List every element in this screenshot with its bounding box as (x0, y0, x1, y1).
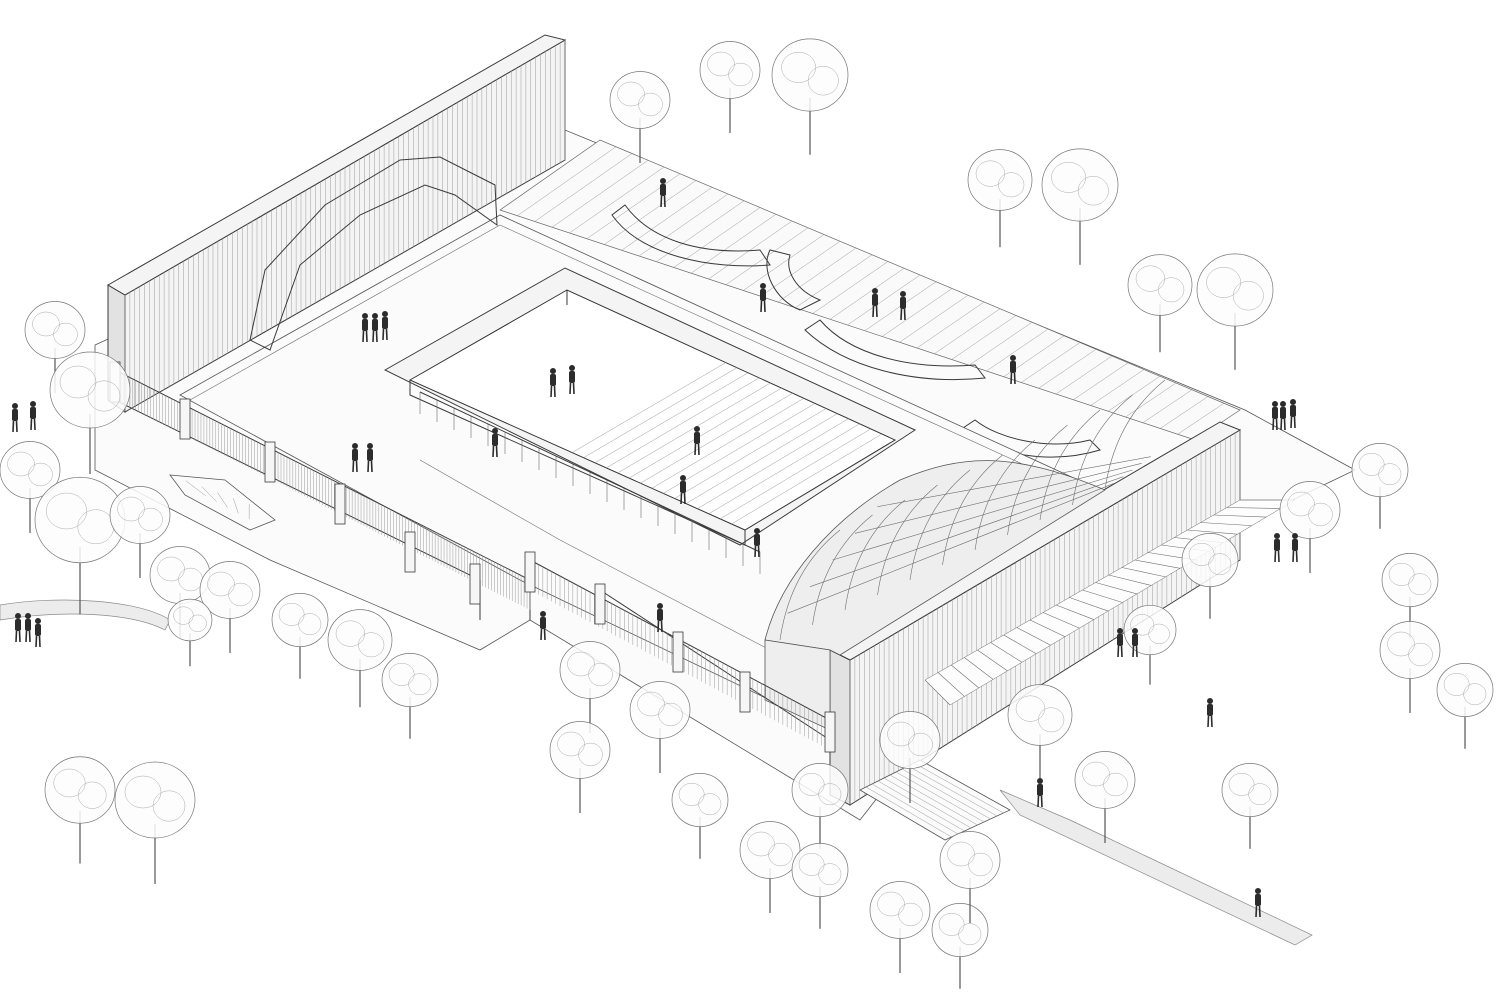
left-wall (107, 34, 567, 413)
curved-bench-2 (766, 249, 822, 311)
person (1255, 888, 1261, 918)
tree (327, 609, 393, 708)
person (492, 428, 498, 458)
tree (34, 476, 126, 615)
tree (1379, 621, 1441, 713)
wall-arch (249, 156, 498, 351)
person (657, 603, 663, 633)
person (1010, 355, 1016, 385)
tree (1127, 254, 1193, 353)
tree (49, 351, 131, 474)
fence-pillar (594, 583, 606, 625)
tree (1351, 443, 1409, 529)
walkway-path (999, 789, 1313, 946)
person (372, 313, 378, 343)
fence-pillar (672, 631, 684, 673)
person (362, 313, 368, 343)
fence-pillar (179, 398, 191, 440)
tree (1074, 751, 1136, 843)
person (35, 618, 41, 648)
person (15, 613, 21, 643)
tree (549, 721, 611, 813)
tree (1279, 481, 1341, 573)
tree (939, 831, 1001, 923)
tree (1181, 533, 1239, 619)
tree (114, 761, 196, 884)
tree (879, 711, 941, 803)
stairs-front (859, 759, 1011, 841)
person (540, 611, 546, 641)
trees (0, 38, 1494, 989)
tree (24, 301, 86, 393)
tree (609, 71, 671, 163)
tree (1436, 663, 1494, 749)
person (382, 311, 388, 341)
wooden-deck (499, 139, 1241, 458)
tree (771, 38, 849, 155)
person (1272, 401, 1278, 431)
person (1274, 533, 1280, 563)
fence-pillar (404, 531, 416, 573)
people (12, 178, 1298, 918)
fence-pillar (739, 671, 751, 713)
tree (381, 653, 439, 739)
tree (109, 486, 171, 578)
perimeter-fence (109, 361, 836, 753)
stairs-left (169, 474, 276, 531)
tree (199, 561, 261, 653)
person (760, 283, 766, 313)
tree (1381, 553, 1439, 639)
person (352, 443, 358, 473)
fence-pillar (469, 563, 481, 605)
fence-pillar (524, 551, 536, 593)
person (569, 365, 575, 395)
tree (791, 843, 849, 929)
person (550, 368, 556, 398)
curved-bench-3 (804, 319, 986, 381)
curved-bench-1 (611, 204, 771, 267)
tree (791, 763, 849, 849)
tree (271, 593, 329, 679)
person (680, 475, 686, 505)
person (872, 288, 878, 318)
person (900, 291, 906, 321)
tree (1041, 148, 1119, 265)
tree (44, 756, 116, 864)
tree (1221, 763, 1279, 849)
tree (967, 149, 1033, 248)
tree (1007, 684, 1073, 783)
fence-pillar (334, 483, 346, 525)
fence-pillar (824, 711, 836, 753)
person (694, 426, 700, 456)
person (1037, 778, 1043, 808)
person (367, 443, 373, 473)
person (1117, 628, 1123, 658)
curved-path-left (0, 599, 171, 631)
person (754, 528, 760, 558)
person (1280, 401, 1286, 431)
tree (699, 41, 761, 133)
tree (0, 441, 61, 533)
person (1290, 399, 1296, 429)
tree (931, 903, 989, 989)
tree (1196, 253, 1274, 370)
fence-pillar (264, 441, 276, 483)
person (12, 403, 18, 433)
person (30, 401, 36, 431)
tree (671, 773, 729, 859)
person (660, 178, 666, 208)
tree (739, 821, 801, 913)
tree (559, 641, 621, 733)
tree (167, 598, 213, 667)
tree (1123, 604, 1177, 685)
swimming-pool (383, 267, 917, 574)
tree (869, 881, 931, 973)
person (1292, 533, 1298, 563)
person (25, 613, 31, 643)
person (1132, 628, 1138, 658)
person (1207, 698, 1213, 728)
tree (629, 681, 691, 773)
